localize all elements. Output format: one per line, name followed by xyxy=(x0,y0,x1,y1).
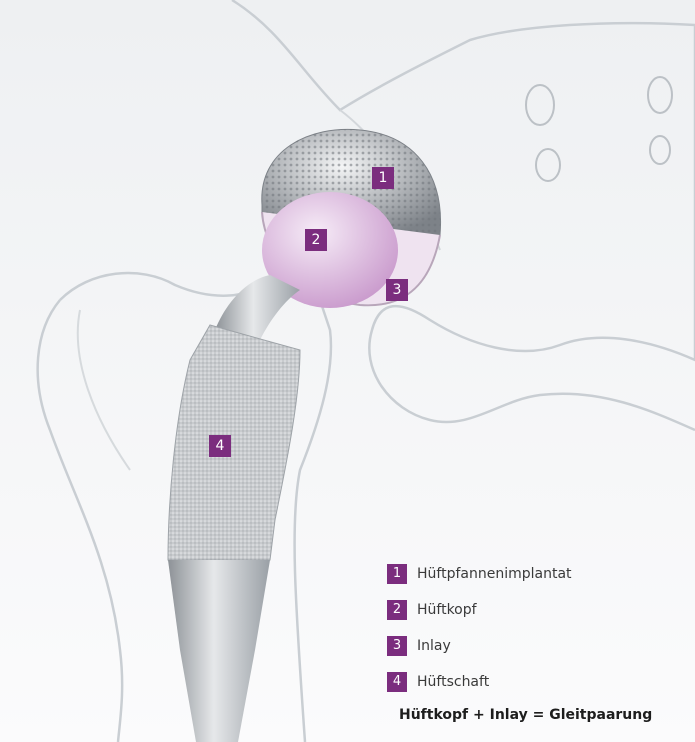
legend-item: 3 Inlay xyxy=(387,635,572,657)
legend-item: 1 Hüftpfannenimplantat xyxy=(387,563,572,585)
legend-label: Hüftkopf xyxy=(417,602,477,618)
legend-label: Hüftpfannenimplantat xyxy=(417,566,572,582)
legend-number: 2 xyxy=(387,600,407,620)
legend-label: Hüftschaft xyxy=(417,674,489,690)
marker-1: 1 xyxy=(372,167,394,189)
legend-number: 4 xyxy=(387,672,407,692)
legend-number: 1 xyxy=(387,564,407,584)
marker-3: 3 xyxy=(386,279,408,301)
marker-4: 4 xyxy=(209,435,231,457)
legend: 1 Hüftpfannenimplantat 2 Hüftkopf 3 Inla… xyxy=(387,563,572,707)
legend-item: 2 Hüftkopf xyxy=(387,599,572,621)
marker-2: 2 xyxy=(305,229,327,251)
equation-caption: Hüftkopf + Inlay = Gleitpaarung xyxy=(399,707,652,723)
legend-number: 3 xyxy=(387,636,407,656)
legend-item: 4 Hüftschaft xyxy=(387,671,572,693)
legend-label: Inlay xyxy=(417,638,451,654)
